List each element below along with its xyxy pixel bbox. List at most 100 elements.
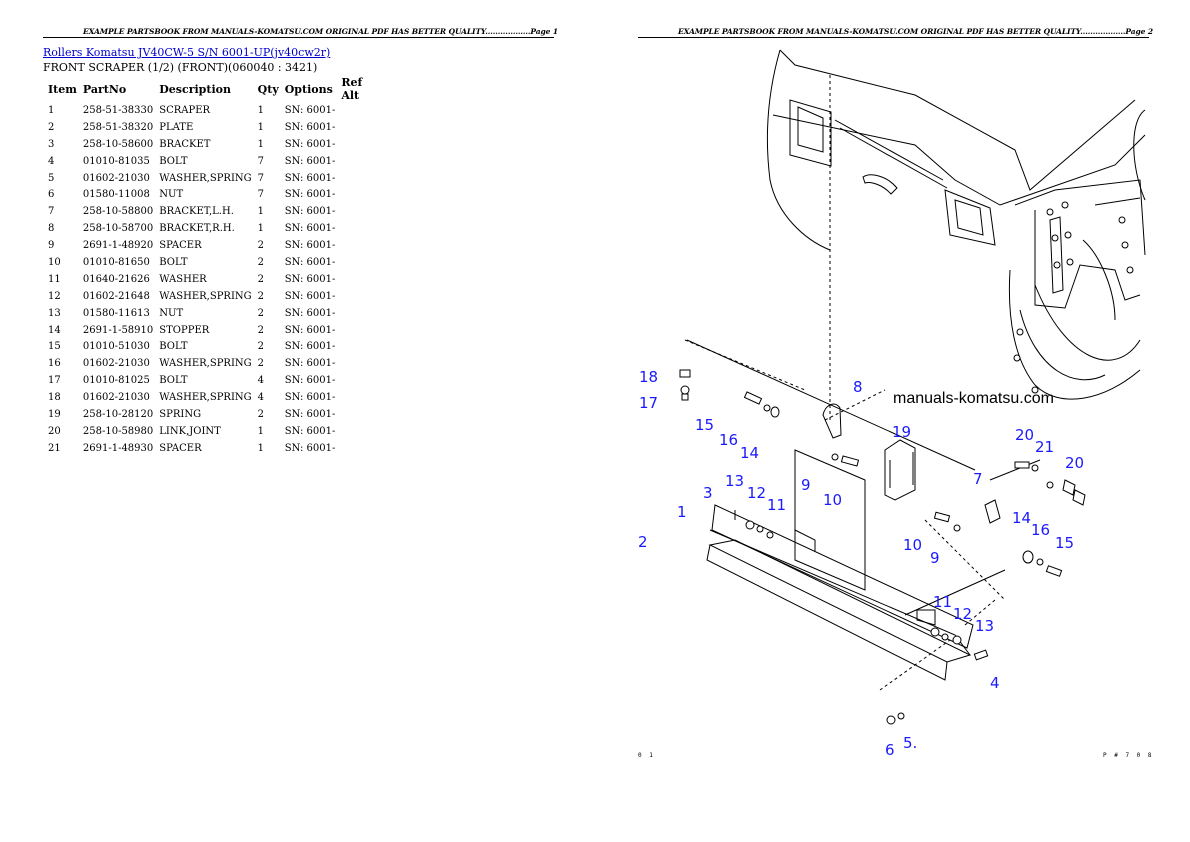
callout-item-8[interactable]: 8 (853, 378, 863, 396)
callout-item-15[interactable]: 15 (1055, 534, 1074, 552)
callout-item-9[interactable]: 9 (930, 549, 940, 567)
callout-item-10[interactable]: 10 (823, 491, 842, 509)
cell-qty: 2 (257, 273, 265, 285)
cell-ref-alt (338, 237, 384, 254)
callout-item-13[interactable]: 13 (975, 617, 994, 635)
cell-ref-alt (338, 322, 384, 339)
cell-description: BRACKET (159, 138, 211, 150)
cell-description: WASHER,SPRING (159, 358, 252, 370)
cell-item: 6 (48, 189, 55, 201)
cell-item: 9 (48, 240, 55, 252)
cell-partno: 01010-81025 (82, 375, 150, 387)
cell-options: SN: 6001- (284, 189, 336, 201)
callout-item-11[interactable]: 11 (767, 496, 786, 514)
cell-options: SN: 6001- (284, 324, 336, 336)
column-header-qty: Qty (257, 82, 279, 96)
callout-item-19[interactable]: 19 (892, 423, 911, 441)
callout-item-20[interactable]: 20 (1065, 454, 1084, 472)
watermark-text: manuals-komatsu.com (893, 390, 1054, 407)
cell-item: 14 (48, 324, 61, 336)
cell-qty: 4 (257, 392, 265, 404)
callout-item-13[interactable]: 13 (725, 472, 744, 490)
cell-qty: 7 (257, 189, 265, 201)
cell-options: SN: 6001- (284, 273, 336, 285)
cell-options: SN: 6001- (284, 290, 336, 302)
cell-qty: 1 (257, 138, 265, 150)
cell-options: SN: 6001- (284, 358, 336, 370)
cell-item: 15 (48, 341, 61, 353)
cell-description: BRACKET,R.H. (159, 223, 235, 235)
cell-options: SN: 6001- (284, 341, 336, 353)
callout-item-20[interactable]: 20 (1015, 426, 1034, 444)
cell-qty: 1 (257, 442, 265, 454)
callout-item-18[interactable]: 18 (639, 368, 658, 386)
callout-item-11[interactable]: 11 (933, 593, 952, 611)
callout-item-9[interactable]: 9 (801, 476, 811, 494)
footer-left-code: 0 1 (638, 752, 655, 759)
callout-item-21[interactable]: 21 (1035, 438, 1054, 456)
cell-ref-alt (338, 389, 384, 406)
diagram-page: EXAMPLE PARTSBOOK FROM MANUALS-KOMATSU.C… (595, 0, 1190, 842)
cell-options: SN: 6001- (284, 155, 336, 167)
cell-partno: 01010-51030 (82, 341, 150, 353)
cell-item: 21 (48, 442, 61, 454)
parts-table: Item PartNo Description Qty Options Ref … (43, 76, 384, 457)
cell-ref-alt (338, 254, 384, 271)
callout-item-16[interactable]: 16 (719, 431, 738, 449)
exploded-parts-diagram: 18 17 15 16 14 8 19 9 10 20 21 20 7 3 13… (638, 49, 1146, 759)
cell-qty: 7 (257, 155, 265, 167)
callout-item-6[interactable]: 6 (885, 741, 895, 759)
cell-options: SN: 6001- (284, 223, 336, 235)
callout-item-7[interactable]: 7 (973, 470, 983, 488)
callout-item-10[interactable]: 10 (903, 536, 922, 554)
callout-item-12[interactable]: 12 (747, 484, 766, 502)
cell-options: SN: 6001- (284, 442, 336, 454)
callout-item-1[interactable]: 1 (677, 503, 687, 521)
cell-item: 7 (48, 206, 55, 218)
cell-qty: 2 (257, 307, 265, 319)
callout-item-5[interactable]: 5. (903, 734, 917, 752)
cell-options: SN: 6001- (284, 104, 336, 116)
header-divider (638, 37, 1149, 38)
cell-qty: 1 (257, 223, 265, 235)
cell-partno: 01602-21030 (82, 392, 150, 404)
callout-item-15[interactable]: 15 (695, 416, 714, 434)
page-header: EXAMPLE PARTSBOOK FROM MANUALS-KOMATSU.C… (83, 27, 558, 36)
hardware-drawing (679, 369, 1086, 725)
callout-item-14[interactable]: 14 (740, 444, 759, 462)
callout-item-3[interactable]: 3 (703, 484, 713, 502)
construction-lines (684, 75, 1006, 691)
footer-right-code: P # 7 0 8 (1103, 752, 1154, 759)
cell-partno: 258-51-38330 (82, 104, 154, 116)
callout-item-16[interactable]: 16 (1031, 521, 1050, 539)
cell-description: BOLT (159, 341, 188, 353)
cell-item: 13 (48, 307, 61, 319)
callout-item-14[interactable]: 14 (1012, 509, 1031, 527)
cell-description: SPACER (159, 240, 202, 252)
cell-partno: 01010-81650 (82, 256, 150, 268)
cell-qty: 2 (257, 240, 265, 252)
cell-qty: 2 (257, 358, 265, 370)
cell-description: SPACER (159, 442, 202, 454)
cell-partno: 258-10-58600 (82, 138, 154, 150)
callout-item-2[interactable]: 2 (638, 533, 648, 551)
callout-item-12[interactable]: 12 (953, 605, 972, 623)
cell-options: SN: 6001- (284, 307, 336, 319)
cell-qty: 1 (257, 425, 265, 437)
callout-item-17[interactable]: 17 (639, 394, 658, 412)
callout-item-4[interactable]: 4 (990, 674, 1000, 692)
cell-ref-alt (338, 271, 384, 288)
model-title-link[interactable]: Rollers Komatsu JV40CW-5 S/N 6001-UP(jv4… (43, 46, 331, 59)
cell-item: 4 (48, 155, 55, 167)
cell-options: SN: 6001- (284, 408, 336, 420)
